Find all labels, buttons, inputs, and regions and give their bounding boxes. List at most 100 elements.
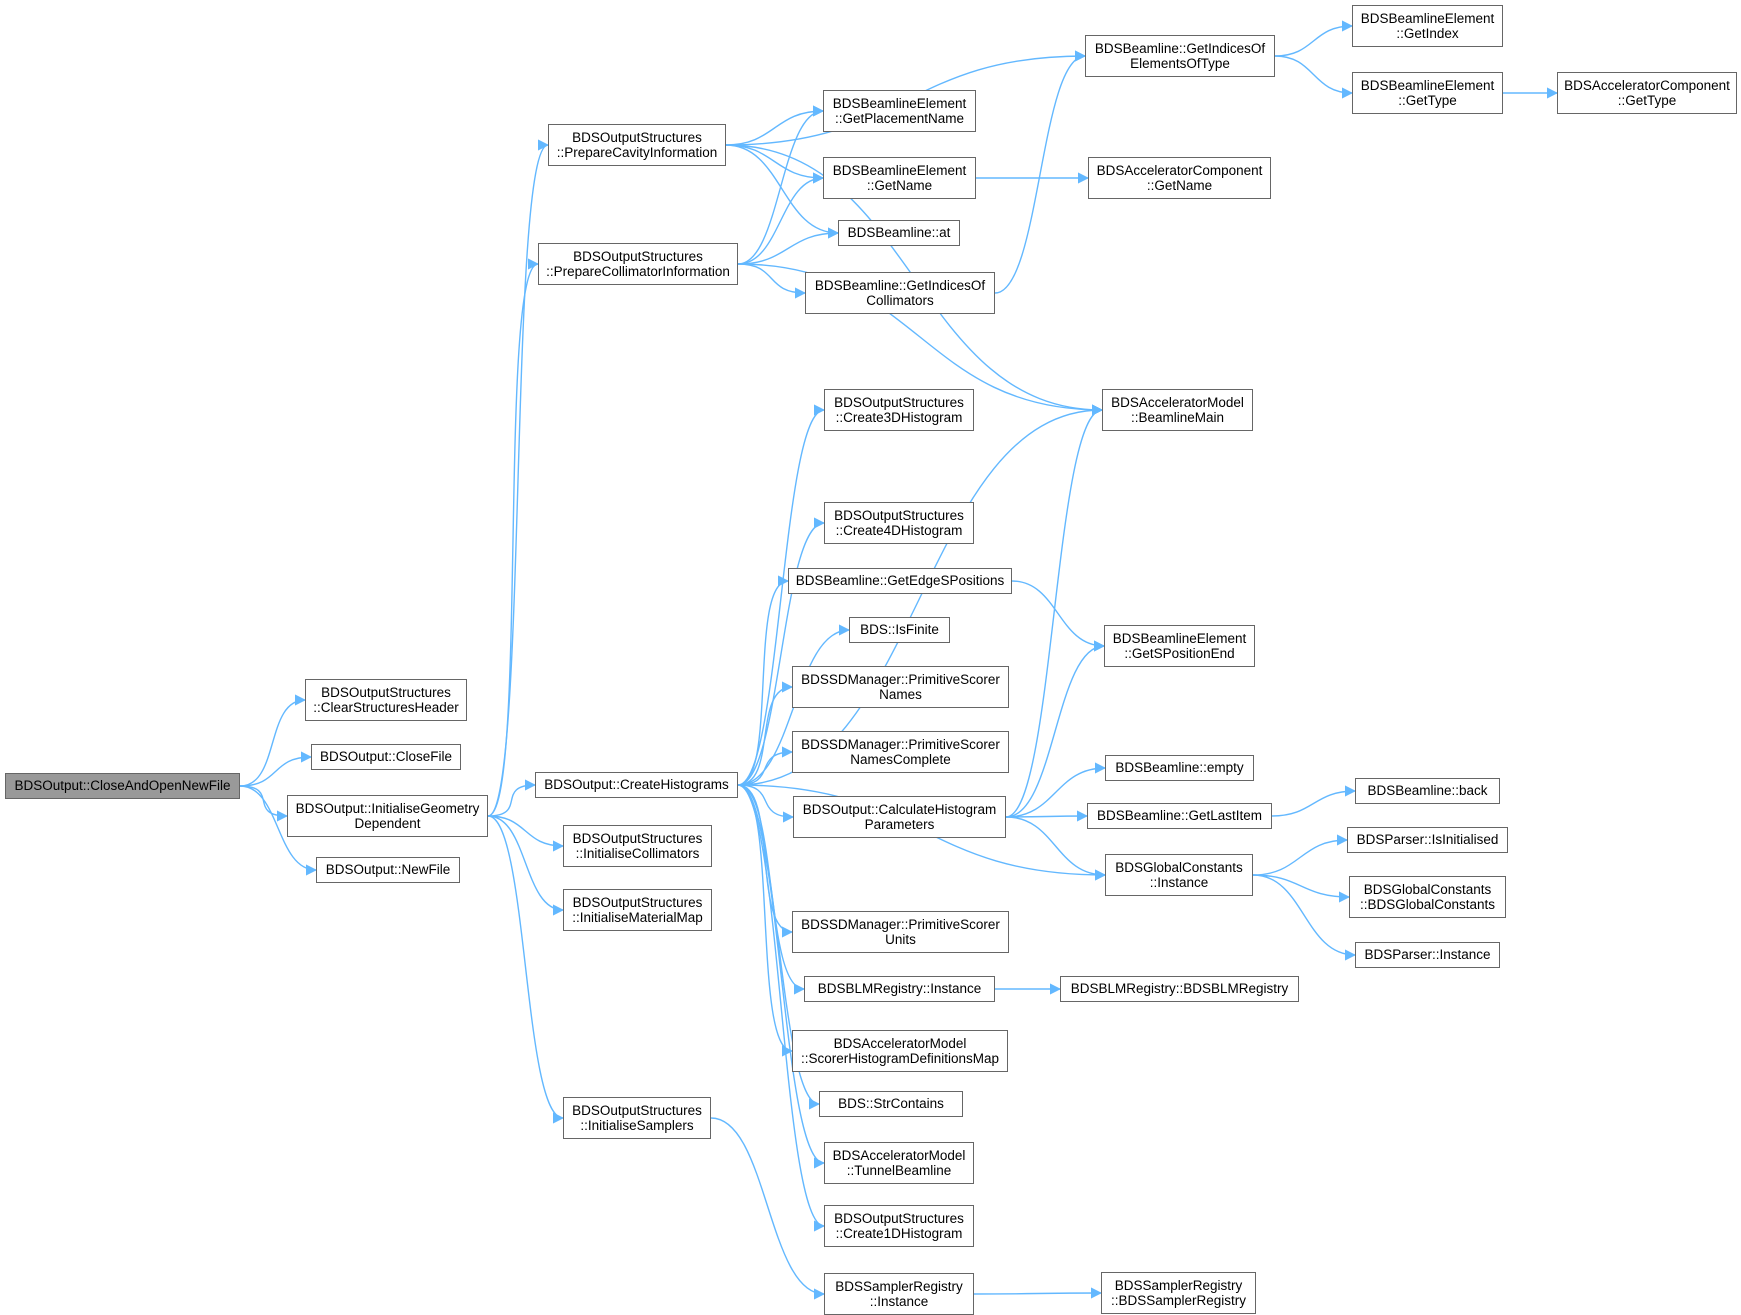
graph-node-label: BDSSDManager::PrimitiveScorer	[801, 671, 1000, 687]
graph-node-label: BDSOutputStructures	[321, 684, 451, 700]
graph-node-label: BDSOutputStructures	[573, 248, 703, 264]
graph-node-n43[interactable]: BDSGlobalConstants::BDSGlobalConstants	[1349, 876, 1506, 918]
graph-node-n37[interactable]: BDSSamplerRegistry::BDSSamplerRegistry	[1101, 1272, 1256, 1314]
graph-node-label: BDSBeamlineElement	[1360, 10, 1495, 26]
graph-node-n32[interactable]: BDSBeamlineElement::GetSPositionEnd	[1104, 625, 1255, 667]
graph-node-n9[interactable]: BDSOutputStructures::InitialiseMaterialM…	[563, 889, 712, 931]
graph-node-label: Dependent	[354, 816, 421, 831]
graph-edge-n28-n37	[973, 1287, 1103, 1299]
graph-edge-n0-n4	[239, 785, 318, 876]
graph-node-label: BDSBeamlineElement	[832, 162, 967, 178]
graph-edge-n7-n26	[737, 784, 826, 1169]
graph-node-n28[interactable]: BDSSamplerRegistry::Instance	[824, 1273, 974, 1315]
graph-edge-n7-n24	[737, 784, 794, 1057]
graph-node-n4[interactable]: BDSOutput::NewFile	[316, 857, 460, 883]
graph-node-n11[interactable]: BDSBeamlineElement::GetPlacementName	[823, 90, 976, 132]
graph-node-label: ::GetName	[866, 178, 933, 193]
graph-node-n10[interactable]: BDSOutputStructures::InitialiseSamplers	[563, 1097, 711, 1139]
graph-edge-n21-n33	[1005, 762, 1107, 818]
graph-node-label: BDSOutput::CreateHistograms	[544, 777, 729, 793]
graph-edge-n5-n11	[725, 105, 825, 146]
graph-node-n44[interactable]: BDSParser::Instance	[1355, 942, 1500, 968]
graph-node-n41[interactable]: BDSBeamline::back	[1355, 778, 1500, 804]
graph-node-label: BDSBeamline::GetEdgeSPositions	[795, 573, 1005, 589]
graph-edge-n29-n38	[1274, 20, 1354, 57]
graph-node-n24[interactable]: BDSAcceleratorModel::ScorerHistogramDefi…	[792, 1030, 1008, 1072]
graph-node-n42[interactable]: BDSParser::IsInitialised	[1347, 827, 1508, 853]
graph-node-n26[interactable]: BDSAcceleratorModel::TunnelBeamline	[824, 1142, 974, 1184]
graph-edge-n7-n19	[737, 681, 794, 786]
graph-node-n6[interactable]: BDSOutputStructures::PrepareCollimatorIn…	[538, 243, 738, 285]
graph-node-n40[interactable]: BDSAcceleratorComponent::GetType	[1557, 72, 1737, 114]
graph-node-label: BDSSamplerRegistry	[1114, 1277, 1243, 1293]
graph-edge-n5-n12	[725, 144, 825, 184]
graph-node-n36[interactable]: BDSBLMRegistry::BDSBLMRegistry	[1060, 976, 1299, 1002]
graph-node-n34[interactable]: BDSBeamline::GetLastItem	[1087, 803, 1272, 829]
graph-node-label: BDSGlobalConstants	[1363, 881, 1492, 897]
graph-edge-n7-n16	[737, 517, 826, 786]
graph-node-label: ::ClearStructuresHeader	[313, 700, 459, 715]
graph-node-label: ::InitialiseCollimators	[575, 846, 700, 861]
graph-edge-n3-n6	[487, 258, 540, 817]
graph-node-label: BDSSamplerRegistry	[835, 1278, 963, 1294]
graph-node-label: BDSSDManager::PrimitiveScorer	[801, 916, 1000, 932]
graph-node-label: BDS::IsFinite	[860, 622, 939, 638]
graph-node-n17[interactable]: BDSBeamline::GetEdgeSPositions	[788, 568, 1012, 594]
graph-node-n7[interactable]: BDSOutput::CreateHistograms	[535, 772, 738, 798]
graph-node-label: ::Create4DHistogram	[835, 523, 963, 538]
graph-node-label: ::BDSGlobalConstants	[1359, 897, 1496, 912]
graph-node-label: ::GetPlacementName	[834, 111, 965, 126]
graph-node-n2[interactable]: BDSOutput::CloseFile	[311, 744, 461, 770]
graph-node-label: BDSAcceleratorModel	[833, 1035, 967, 1051]
graph-node-label: BDSAcceleratorComponent	[1564, 77, 1730, 93]
graph-node-n38[interactable]: BDSBeamlineElement::GetIndex	[1352, 5, 1503, 47]
graph-node-n25[interactable]: BDS::StrContains	[819, 1091, 963, 1117]
graph-node-n33[interactable]: BDSBeamline::empty	[1105, 755, 1254, 781]
graph-node-label: BDSBLMRegistry::BDSBLMRegistry	[1070, 981, 1289, 997]
graph-node-label: BDSAcceleratorModel	[1111, 394, 1244, 410]
graph-node-n31[interactable]: BDSAcceleratorModel::BeamlineMain	[1102, 389, 1253, 431]
graph-node-n16[interactable]: BDSOutputStructures::Create4DHistogram	[824, 502, 974, 544]
graph-edge-n0-n2	[239, 751, 313, 787]
graph-node-label: BDSBeamlineElement	[1112, 630, 1247, 646]
graph-node-n8[interactable]: BDSOutputStructures::InitialiseCollimato…	[563, 825, 712, 867]
graph-node-n27[interactable]: BDSOutputStructures::Create1DHistogram	[824, 1205, 974, 1247]
graph-node-label: Names	[879, 687, 922, 702]
graph-node-label: BDSAcceleratorModel	[832, 1147, 966, 1163]
graph-node-n1[interactable]: BDSOutputStructures::ClearStructuresHead…	[305, 679, 467, 721]
graph-edge-n5-n13	[725, 144, 840, 239]
graph-node-n30[interactable]: BDSAcceleratorComponent::GetName	[1088, 157, 1271, 199]
graph-node-label: BDS::StrContains	[838, 1096, 944, 1112]
graph-node-label: BDSOutput::CalculateHistogram	[802, 801, 997, 817]
graph-node-label: BDSBeamline::back	[1367, 783, 1488, 799]
graph-node-n35[interactable]: BDSGlobalConstants::Instance	[1105, 854, 1253, 896]
graph-node-n39[interactable]: BDSBeamlineElement::GetType	[1352, 72, 1503, 114]
graph-node-n18[interactable]: BDS::IsFinite	[849, 617, 950, 643]
graph-node-n13[interactable]: BDSBeamline::at	[838, 220, 960, 246]
graph-edge-n21-n32	[1005, 640, 1106, 818]
graph-node-n15[interactable]: BDSOutputStructures::Create3DHistogram	[824, 389, 974, 431]
graph-edge-n21-n35	[1005, 816, 1107, 881]
graph-node-n0[interactable]: BDSOutput::CloseAndOpenNewFile	[5, 773, 240, 799]
graph-edge-n3-n7	[487, 779, 537, 817]
graph-node-label: BDSOutput::InitialiseGeometry	[295, 800, 480, 816]
graph-node-label: ::TunnelBeamline	[846, 1163, 952, 1178]
graph-node-label: ::Create3DHistogram	[835, 410, 963, 425]
graph-node-label: BDSParser::IsInitialised	[1356, 832, 1499, 848]
graph-edge-n29-n39	[1274, 55, 1354, 99]
graph-node-n5[interactable]: BDSOutputStructures::PrepareCavityInform…	[548, 124, 726, 166]
graph-node-n12[interactable]: BDSBeamlineElement::GetName	[823, 157, 976, 199]
graph-node-label: BDSOutputStructures	[572, 894, 703, 910]
graph-node-n23[interactable]: BDSBLMRegistry::Instance	[804, 976, 995, 1002]
graph-edge-n34-n41	[1271, 785, 1357, 817]
graph-edge-n7-n17	[737, 575, 790, 786]
graph-node-label: ::GetIndex	[1396, 26, 1459, 41]
